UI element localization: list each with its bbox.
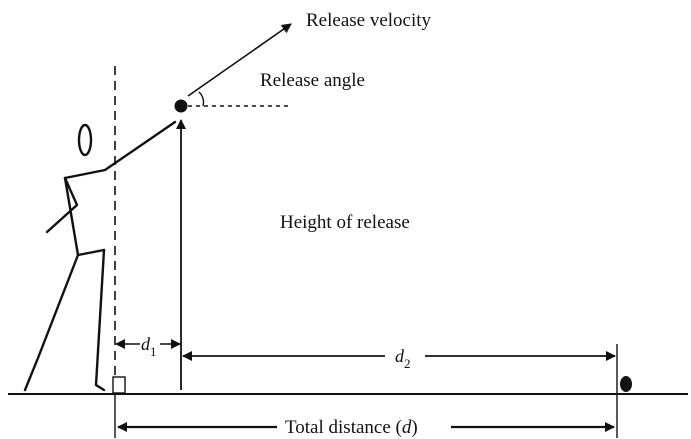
total-distance-text: Total distance (	[285, 417, 402, 438]
d2-symbol: d	[395, 346, 405, 366]
height-of-release-label: Height of release	[280, 212, 410, 233]
release-velocity-arrow	[187, 23, 292, 97]
release-angle-label: Release angle	[260, 70, 365, 91]
stop-board	[112, 376, 126, 394]
total-distance-close: )	[411, 417, 417, 438]
shot-release-ball	[174, 99, 188, 113]
d1-symbol: d	[141, 334, 151, 354]
release-velocity-label: Release velocity	[306, 10, 432, 31]
d1-subscript: 1	[150, 344, 157, 359]
total-distance-symbol: d	[402, 417, 412, 438]
d2-label: d2	[395, 346, 411, 371]
d2-subscript: 2	[404, 356, 411, 371]
total-distance-label: Total distance (d)	[285, 417, 418, 438]
d1-label: d1	[141, 334, 157, 359]
release-angle-arc	[198, 91, 205, 107]
athlete-figure	[23, 120, 177, 392]
shot-landing-ball	[620, 376, 632, 392]
athlete-head	[77, 123, 93, 157]
